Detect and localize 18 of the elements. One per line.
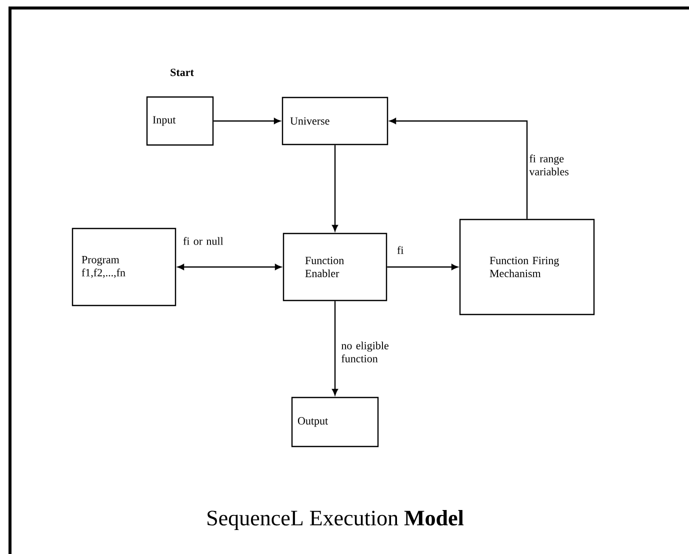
edge-label: fi <box>397 246 404 254</box>
start-label: Start <box>170 68 194 76</box>
process-box: Output <box>291 396 379 448</box>
arrow <box>178 264 282 270</box>
arrow <box>332 145 338 232</box>
arrow <box>214 118 280 124</box>
edge-label: fi or null <box>183 237 224 245</box>
edge-label: fi range variables <box>529 154 568 176</box>
edge-label: no eligible function <box>341 342 388 362</box>
arrow <box>390 118 528 219</box>
process-box: Program f1,f2,...,fn <box>72 228 176 306</box>
process-box: Universe <box>282 96 388 146</box>
process-box: Input <box>146 96 214 146</box>
process-box: Function Enabler <box>282 232 388 302</box>
process-box: Function Firing Mechanism <box>459 218 595 316</box>
title: SequenceL Execution Model <box>208 510 464 530</box>
arrow <box>387 264 458 270</box>
arrow <box>332 301 338 396</box>
